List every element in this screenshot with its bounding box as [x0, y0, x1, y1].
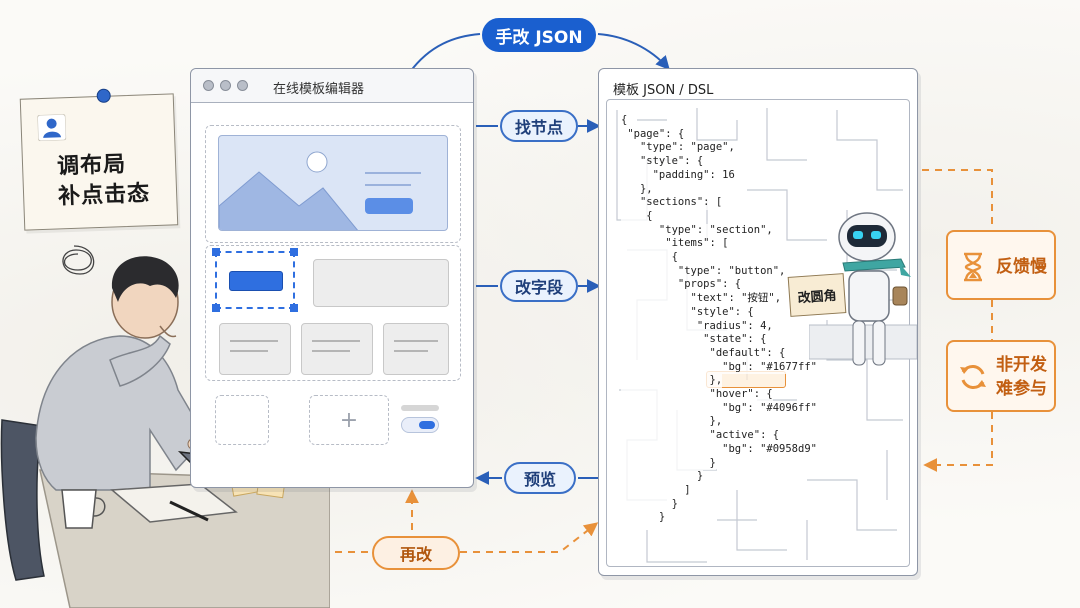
edit-field-pill: 改字段 [500, 270, 578, 302]
json-code-line: "bg": "#0958d9" [621, 442, 817, 457]
top-arc-right [597, 33, 670, 71]
person-hair [111, 256, 179, 302]
json-code-line: } [621, 497, 678, 512]
json-code-line: "style": { [621, 305, 754, 320]
json-code-line: "type": "button", [621, 264, 786, 279]
json-maze: { "page": { "type": "page", "style": { "… [606, 99, 910, 567]
json-code-line: { [621, 209, 653, 224]
json-code-line: "state": { [621, 333, 767, 347]
add-block-button[interactable]: + [309, 395, 389, 445]
toggle-component[interactable] [399, 401, 443, 437]
find-node-pill: 找节点 [500, 110, 578, 142]
placeholder-card[interactable] [219, 323, 291, 375]
re-edit-label: 再改 [399, 545, 432, 564]
preview-pill: 预览 [504, 462, 576, 494]
top-arc-left [397, 33, 481, 86]
json-code-line: { [621, 251, 678, 265]
confusion-scribble-icon [62, 245, 95, 275]
user-icon [37, 114, 67, 142]
json-code-line: "type": "page", [621, 141, 735, 156]
find-node-label: 找节点 [514, 118, 563, 137]
json-code-line: } [621, 456, 716, 471]
manual-edit-json-label: 手改 JSON [495, 27, 583, 48]
robot-sign-label: 改圆角 [797, 288, 838, 306]
json-code-line: "type": "section", [621, 223, 773, 238]
non-dev-label-2: 难参与 [996, 379, 1047, 399]
editor-title: 在线模板编辑器 [273, 82, 365, 97]
preview-label: 预览 [523, 470, 556, 489]
hourglass-icon [964, 252, 982, 282]
json-code-line: "items": [ [621, 237, 729, 252]
image-placeholder-icon [219, 151, 359, 230]
slow-feedback-label: 反馈慢 [996, 257, 1047, 277]
slow-feedback-card: 反馈慢 [946, 230, 1056, 300]
sticky-note: 调布局 补点击态 [19, 88, 179, 231]
json-code-line: }, [621, 415, 723, 430]
placeholder-card[interactable] [383, 323, 449, 375]
json-code-line: "props": { [621, 278, 742, 293]
json-code-line: "style": { [621, 155, 704, 169]
empty-slot[interactable] [215, 395, 269, 445]
json-code-line: } [621, 470, 704, 484]
json-code-line: "page": { [621, 127, 685, 142]
toggle-knob [419, 421, 435, 429]
json-code-line: { [621, 114, 628, 128]
edit-field-label: 改字段 [514, 278, 563, 297]
coffee-mug [61, 489, 97, 529]
manual-edit-json-pill: 手改 JSON [482, 18, 596, 52]
json-code-line: "text": "按钮", [621, 292, 782, 306]
panel-title: 模板 JSON / DSL [613, 83, 714, 98]
chair [0, 419, 45, 581]
placeholder-card[interactable] [313, 259, 449, 307]
json-code-line: "bg": "#1677ff" [621, 360, 817, 375]
json-code-line: "active": { [621, 429, 780, 443]
window-dot-icon[interactable] [203, 80, 214, 91]
template-editor-window: 在线模板编辑器 + [190, 68, 474, 488]
robot-sign: 改圆角 [787, 273, 847, 317]
json-code-line: "padding": 16 [621, 168, 735, 183]
json-code-line: "radius": 4, [621, 319, 773, 334]
content-section[interactable] [205, 245, 461, 381]
note-line-1: 调布局 [56, 152, 127, 180]
json-code-line: "hover": { [621, 388, 773, 402]
pushpin-icon [96, 88, 111, 104]
json-code[interactable]: { "page": { "type": "page", "style": { "… [621, 114, 817, 526]
json-code-line: }, [621, 374, 723, 389]
json-code-line: "sections": [ [621, 196, 723, 210]
selected-button-frame[interactable] [212, 248, 298, 312]
json-code-line: ] [621, 483, 691, 498]
robot-illustration [809, 212, 917, 366]
json-code-line: "bg": "#4096ff" [621, 401, 817, 416]
plus-icon: + [339, 407, 359, 433]
hero-section[interactable] [205, 125, 461, 243]
refresh-cycle-icon [960, 365, 986, 389]
re-edit-pill: 再改 [372, 536, 460, 570]
selected-button[interactable] [229, 271, 283, 291]
non-dev-label-1: 非开发 [996, 355, 1047, 375]
json-code-line: } [621, 511, 666, 526]
non-dev-card: 非开发 难参与 [946, 340, 1056, 412]
json-code-line: }, [621, 182, 653, 197]
json-dsl-panel: 模板 JSON / DSL { "page": { "type": "page"… [598, 68, 918, 576]
editor-titlebar: 在线模板编辑器 [191, 69, 473, 103]
banner-block[interactable] [218, 135, 448, 231]
window-dot-icon[interactable] [220, 80, 231, 91]
placeholder-card[interactable] [301, 323, 373, 375]
developer-illustration [0, 245, 330, 608]
json-code-line: "default": { [621, 346, 786, 361]
note-line-2: 补点击态 [57, 181, 151, 210]
pen [169, 500, 209, 522]
window-dot-icon[interactable] [237, 80, 248, 91]
